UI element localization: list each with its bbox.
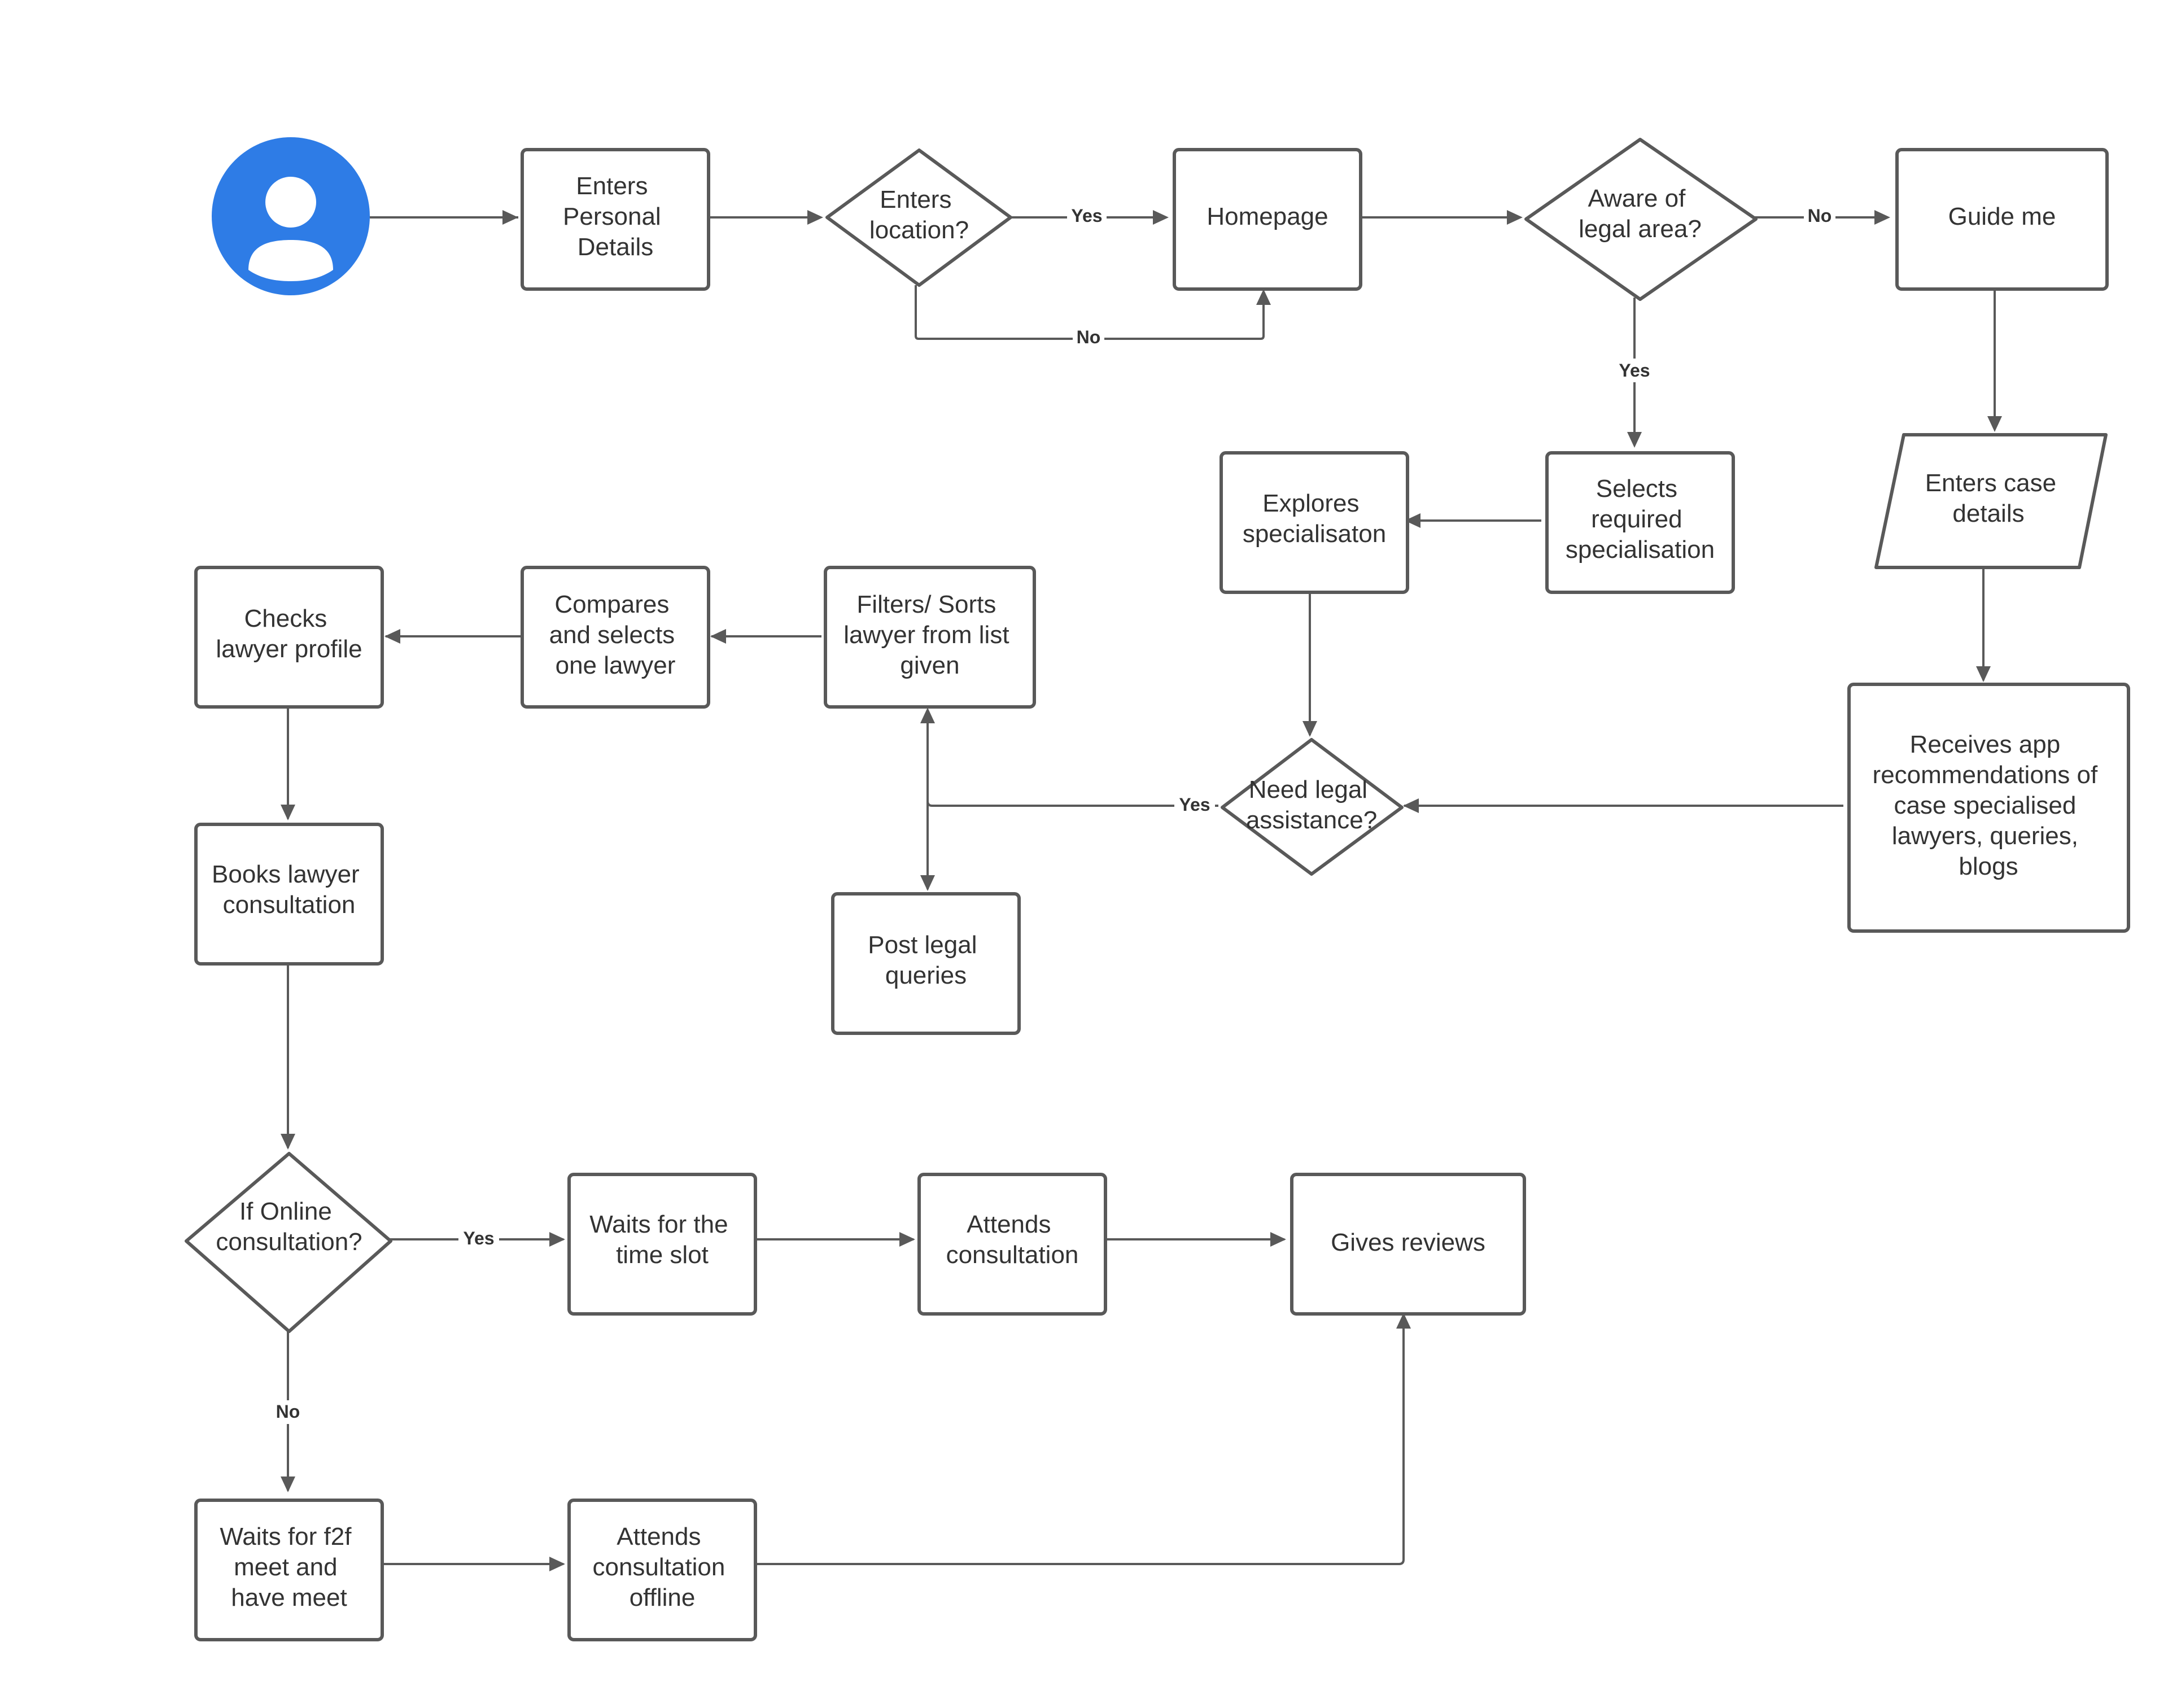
arrowhead <box>1302 721 1317 737</box>
arrowhead <box>281 1477 295 1492</box>
svg-text:If Online consultation?: If Online consultation? <box>216 1198 362 1256</box>
svg-text:Enters case details: Enters case details <box>1925 469 2064 527</box>
node-attends-consultation: Attends consultation <box>917 1173 1107 1316</box>
arrowhead <box>281 1134 295 1150</box>
edge-label-location-no: No <box>1077 327 1101 347</box>
node-filters-sorts: Filters/ Sorts lawyer from list given <box>824 566 1036 709</box>
arrowhead <box>1270 1232 1286 1247</box>
node-checks-lawyer-profile: Checks lawyer profile <box>194 566 384 709</box>
arrowheads <box>281 210 2002 1571</box>
svg-text:Waits for f2f meet and: Waits for f2f meet and have meet <box>220 1523 358 1611</box>
node-if-online-consultation: If Online consultation? <box>185 1152 392 1333</box>
node-explores-specialisation: Explores specialisaton <box>1220 451 1409 594</box>
arrowhead <box>1403 798 1419 813</box>
svg-text:Books lawyer consultatio: Books lawyer consultation <box>212 860 366 919</box>
arrowhead <box>710 629 726 644</box>
svg-text:Waits for the time slot: Waits for the time slot <box>589 1211 735 1269</box>
node-guide-me: Guide me <box>1895 148 2109 291</box>
arrowhead <box>384 629 400 644</box>
svg-text:Attends consultation: Attends consultation <box>946 1211 1079 1269</box>
node-compares-selects: Compares and selects one lawyer <box>521 566 710 709</box>
svg-text:Selects required s: Selects required specialisation <box>1566 475 1715 563</box>
node-homepage: Homepage <box>1173 148 1362 291</box>
arrowhead <box>1987 416 2002 432</box>
user-avatar-icon <box>212 137 370 295</box>
node-waits-f2f: Waits for f2f meet and have meet <box>194 1499 384 1641</box>
svg-text:Post legal queries: Post legal queries <box>868 931 984 989</box>
arrowhead <box>1256 289 1271 305</box>
svg-text:Gives reviews: Gives reviews <box>1331 1229 1485 1256</box>
svg-text:Filters/ Sorts lawyer fr: Filters/ Sorts lawyer from list given <box>843 591 1016 679</box>
svg-text:Guide me: Guide me <box>1948 203 2056 230</box>
svg-text:Need legal assistance?: Need legal assistance? <box>1246 776 1377 834</box>
edge-label-aware-no: No <box>1808 206 1832 226</box>
svg-text:Checks lawyer profile: Checks lawyer profile <box>216 605 362 663</box>
node-enters-case-details: Enters case details <box>1874 433 2108 569</box>
arrowhead <box>899 1232 915 1247</box>
node-waits-time-slot: Waits for the time slot <box>567 1173 757 1316</box>
node-enters-personal-details: Enters Personal Details <box>521 148 710 291</box>
arrowhead <box>1976 666 1991 682</box>
edge-label-online-yes: Yes <box>463 1228 494 1248</box>
svg-text:Compares and selects: Compares and selects one lawyer <box>549 591 682 679</box>
arrowhead <box>549 1557 565 1571</box>
arrowhead <box>549 1232 565 1247</box>
svg-text:Receives app recommendat: Receives app recommendations of case spe… <box>1873 731 2105 880</box>
edge-label-need-yes: Yes <box>1179 794 1210 815</box>
arrowhead <box>807 210 823 225</box>
arrowhead <box>1396 1313 1411 1329</box>
svg-text:Attends consultation: Attends consultation offline <box>592 1523 732 1611</box>
svg-text:Enters Personal De: Enters Personal Details <box>563 172 668 261</box>
edge-offline-to-reviews <box>754 1316 1405 1565</box>
node-receives-recommendations: Receives app recommendations of case spe… <box>1847 683 2130 933</box>
edge-labels: Yes No No Yes Yes Yes No <box>272 204 1835 1424</box>
node-selects-specialisation: Selects required specialisation <box>1545 451 1735 594</box>
node-need-legal-assistance: Need legal assistance? <box>1221 738 1404 876</box>
node-gives-reviews: Gives reviews <box>1290 1173 1526 1316</box>
arrowhead <box>920 875 935 891</box>
edge-label-aware-yes: Yes <box>1619 360 1650 381</box>
node-books-consultation: Books lawyer consultation <box>194 823 384 966</box>
svg-text:Aware of legal area?: Aware of legal area? <box>1579 185 1702 243</box>
arrowhead <box>1153 210 1169 225</box>
arrowhead <box>1874 210 1890 225</box>
node-aware-legal-area: Aware of legal area? <box>1524 138 1758 301</box>
edge-label-online-no: No <box>276 1401 300 1422</box>
arrowhead <box>1507 210 1523 225</box>
arrowhead <box>1405 513 1420 528</box>
arrowhead <box>281 805 295 820</box>
arrowhead <box>920 707 935 723</box>
arrowhead <box>1627 432 1642 448</box>
node-attends-offline: Attends consultation offline <box>567 1499 757 1641</box>
svg-text:Enters location?: Enters location? <box>869 186 969 244</box>
node-enters-location: Enters location? <box>825 148 1012 287</box>
arrowhead <box>502 210 518 225</box>
node-post-legal-queries: Post legal queries <box>831 892 1021 1035</box>
svg-text:Homepage: Homepage <box>1207 203 1328 230</box>
svg-text:Explores specialisaton: Explores specialisaton <box>1243 490 1386 548</box>
edges <box>287 216 1996 1565</box>
edge-label-location-yes: Yes <box>1071 206 1102 226</box>
edge-need-yes-to-branch <box>926 710 1218 807</box>
